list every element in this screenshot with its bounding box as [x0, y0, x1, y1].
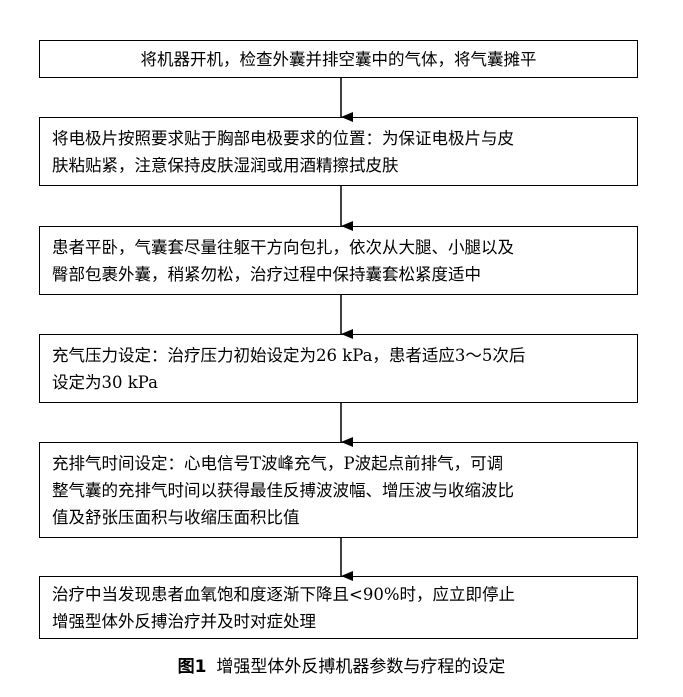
step-3-text: 患者平卧，气囊套尽量往躯干方向包扎，依次从大腿、小腿以及 臀部包裹外囊，稍紧勿松… [52, 234, 514, 288]
flow-step-5-inflation-timing: 充排气时间设定：心电信号T波峰充气，P波起点前排气，可调 整气囊的充排气时间以获… [39, 442, 638, 538]
step-4-text: 充气压力设定：治疗压力初始设定为26 kPa，患者适应3～5次后 设定为30 k… [52, 342, 525, 396]
step-5-line-1: 充排气时间设定：心电信号T波峰充气，P波起点前排气，可调 [52, 453, 504, 473]
figure-number: 图1 [177, 657, 207, 677]
flow-step-4-inflation-pressure: 充气压力设定：治疗压力初始设定为26 kPa，患者适应3～5次后 设定为30 k… [39, 334, 638, 403]
figure-caption: 图1 增强型体外反搏机器参数与疗程的设定 [0, 655, 683, 679]
step-4-line-2: 设定为30 kPa [52, 372, 158, 392]
step-1-line-1: 将机器开机，检查外囊并排空囊中的气体，将气囊摊平 [140, 49, 537, 69]
step-2-line-1: 将电极片按照要求贴于胸部电极要求的位置：为保证电极片与皮 [52, 128, 514, 148]
step-2-text: 将电极片按照要求贴于胸部电极要求的位置：为保证电极片与皮 肤粘贴紧，注意保持皮肤… [52, 125, 514, 179]
step-6-line-2: 增强型体外反搏治疗并及时对症处理 [52, 611, 316, 631]
step-3-line-2: 臀部包裹外囊，稍紧勿松，治疗过程中保持囊套松紧度适中 [52, 264, 481, 284]
step-5-line-3: 值及舒张压面积与收缩压面积比值 [52, 507, 300, 527]
step-5-text: 充排气时间设定：心电信号T波峰充气，P波起点前排气，可调 整气囊的充排气时间以获… [52, 450, 514, 531]
flow-step-6-stop-condition: 治疗中当发现患者血氧饱和度逐渐下降且<90%时，应立即停止 增强型体外反搏治疗并… [39, 576, 638, 639]
step-5-line-2: 整气囊的充排气时间以获得最佳反搏波波幅、增压波与收缩波比 [52, 480, 514, 500]
step-6-text: 治疗中当发现患者血氧饱和度逐渐下降且<90%时，应立即停止 增强型体外反搏治疗并… [52, 581, 515, 635]
step-2-line-2: 肤粘贴紧，注意保持皮肤湿润或用酒精擦拭皮肤 [52, 155, 399, 175]
step-3-line-1: 患者平卧，气囊套尽量往躯干方向包扎，依次从大腿、小腿以及 [52, 237, 514, 257]
step-4-line-1: 充气压力设定：治疗压力初始设定为26 kPa，患者适应3～5次后 [52, 345, 526, 365]
step-6-line-1: 治疗中当发现患者血氧饱和度逐渐下降且<90%时，应立即停止 [52, 584, 515, 604]
flow-step-2-electrode-placement: 将电极片按照要求贴于胸部电极要求的位置：为保证电极片与皮 肤粘贴紧，注意保持皮肤… [39, 117, 638, 186]
figure-caption-text: 增强型体外反搏机器参数与疗程的设定 [216, 657, 506, 677]
flow-step-3-cuff-wrapping: 患者平卧，气囊套尽量往躯干方向包扎，依次从大腿、小腿以及 臀部包裹外囊，稍紧勿松… [39, 226, 638, 295]
flow-step-1-machine-startup: 将机器开机，检查外囊并排空囊中的气体，将气囊摊平 [39, 40, 638, 78]
